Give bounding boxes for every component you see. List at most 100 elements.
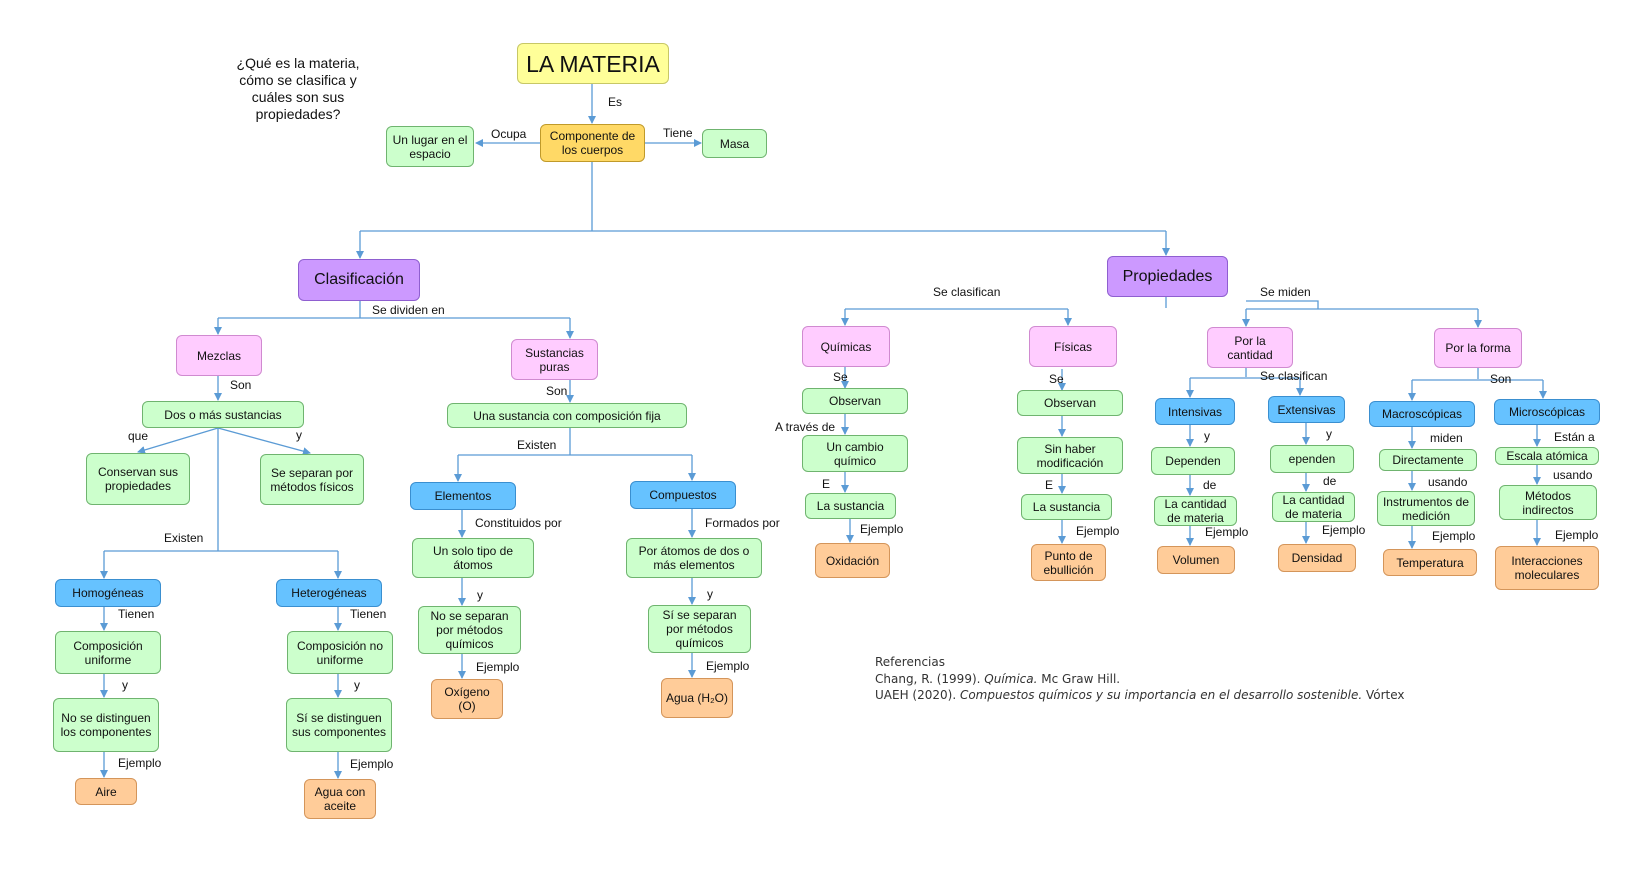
node-solo-tipo-atomos: Un solo tipo de átomos	[412, 538, 534, 578]
label-ejemplo-agua-aceite: Ejemplo	[350, 757, 394, 771]
node-fisicas: Físicas	[1029, 326, 1117, 367]
node-clasificacion: Clasificación	[298, 259, 420, 301]
node-cantidad-materia-extensivas: La cantidad de materia	[1272, 492, 1355, 522]
node-aire: Aire	[75, 778, 137, 805]
label-y-extensivas: y	[1326, 427, 1332, 441]
node-densidad: Densidad	[1278, 544, 1356, 572]
label-ocupa: Ocupa	[491, 127, 527, 141]
edge-prop-bar-right	[1246, 300, 1319, 309]
label-y-hetero: y	[354, 678, 360, 692]
node-sin-modificacion: Sin haber modificación	[1017, 437, 1123, 474]
label-ejemplo-volumen: Ejemplo	[1205, 525, 1249, 539]
node-quimicas: Químicas	[802, 326, 890, 367]
node-escala-atomica: Escala atómica	[1495, 447, 1599, 465]
label-se-miden: Se miden	[1260, 285, 1311, 299]
node-composicion-uniforme: Composición uniforme	[55, 631, 161, 674]
edge-dos-separan	[217, 427, 311, 456]
label-ejemplo-oxidacion: Ejemplo	[860, 522, 904, 536]
node-propiedades: Propiedades	[1107, 256, 1228, 297]
node-dependen: Dependen	[1151, 447, 1235, 475]
guiding-question: ¿Qué es la materia, cómo se clasifica y …	[236, 55, 360, 122]
label-se-clasifican-prop: Se clasifican	[933, 285, 1001, 299]
node-macroscopicas: Macroscópicas	[1369, 401, 1475, 427]
node-cambio-quimico: Un cambio químico	[802, 435, 908, 472]
node-sustancia-quimicas: La sustancia	[805, 493, 896, 519]
label-que: que	[128, 429, 149, 443]
edge-dos-conservan	[137, 427, 219, 454]
node-mezclas: Mezclas	[176, 335, 262, 376]
node-por-la-forma: Por la forma	[1434, 328, 1522, 368]
reference-chang: Chang, R. (1999). Química. Mc Graw Hill.	[875, 671, 1121, 686]
node-extensivas: Extensivas	[1268, 396, 1345, 423]
node-compuestos: Compuestos	[630, 481, 736, 509]
node-interacciones-moleculares: Interacciones moleculares	[1495, 546, 1599, 590]
label-formados-por: Formados por	[705, 516, 780, 530]
label-es: Es	[608, 95, 623, 109]
node-cantidad-materia-intensivas: La cantidad de materia	[1154, 496, 1237, 526]
label-usando-micro: usando	[1553, 468, 1593, 482]
node-la-materia: LA MATERIA	[517, 43, 669, 84]
node-oxidacion: Oxidación	[815, 543, 890, 578]
node-metodos-indirectos: Métodos indirectos	[1499, 485, 1597, 520]
node-composicion-no-uniforme: Composición no uniforme	[287, 631, 393, 674]
label-y-homo: y	[122, 678, 128, 692]
label-se-quimicas: Se	[833, 370, 848, 384]
node-temperatura: Temperatura	[1383, 549, 1477, 576]
node-heterogeneas: Heterogéneas	[276, 579, 382, 607]
node-sustancia-fisicas: La sustancia	[1021, 494, 1112, 520]
label-son-mezclas: Son	[230, 378, 252, 392]
references: Referencias Chang, R. (1999). Química. M…	[875, 654, 1405, 704]
label-se-dividen-en: Se dividen en	[372, 303, 445, 317]
label-y-compuestos: y	[707, 587, 713, 601]
node-masa: Masa	[702, 129, 767, 158]
label-estan-a: Están a	[1554, 430, 1595, 444]
label-y-separan: y	[296, 428, 302, 442]
label-ejemplo-ebullicion: Ejemplo	[1076, 524, 1120, 538]
label-son-forma: Son	[1490, 372, 1512, 386]
label-de-intensivas: de	[1203, 478, 1217, 492]
reference-uaeh: UAEH (2020). Compuestos químicos y su im…	[875, 688, 1405, 702]
node-oxigeno: Oxígeno (O)	[431, 679, 503, 719]
node-componente-de-los-cuerpos: Componente de los cuerpos	[540, 124, 645, 162]
node-dos-o-mas-sustancias: Dos o más sustancias	[142, 401, 304, 428]
node-ependen: ependen	[1270, 445, 1354, 473]
label-ejemplo-oxigeno: Ejemplo	[476, 660, 520, 674]
label-a-traves-de: A través de	[775, 420, 836, 434]
label-existen-mezclas: Existen	[164, 531, 204, 545]
label-ejemplo-densidad: Ejemplo	[1322, 523, 1366, 537]
node-agua-h2o: Agua (H₂O)	[661, 678, 733, 718]
node-homogeneas: Homogéneas	[55, 579, 161, 607]
label-constituidos-por: Constituidos por	[475, 516, 562, 530]
node-si-separan-quimicos: Sí se separan por métodos químicos	[648, 605, 751, 653]
label-ejemplo-temperatura: Ejemplo	[1432, 529, 1476, 543]
label-se-clasifican-cantidad: Se clasifican	[1260, 369, 1328, 383]
references-heading: Referencias	[875, 655, 945, 669]
label-ejemplo-agua: Ejemplo	[706, 659, 750, 673]
node-microscopicas: Microscópicas	[1494, 399, 1600, 425]
label-y-elementos: y	[477, 588, 483, 602]
node-observan-fisicas: Observan	[1017, 390, 1123, 416]
node-no-separan-quimicos: No se separan por métodos químicos	[418, 606, 521, 654]
node-por-la-cantidad: Por la cantidad	[1207, 327, 1293, 368]
label-se-fisicas: Se	[1049, 372, 1064, 386]
node-no-se-distinguen: No se distinguen los componentes	[53, 698, 159, 752]
node-atomos-dos-elementos: Por átomos de dos o más elementos	[626, 538, 762, 578]
node-punto-ebullicion: Punto de ebullición	[1031, 544, 1106, 581]
label-ejemplo-interacciones: Ejemplo	[1555, 528, 1599, 542]
node-elementos: Elementos	[410, 482, 516, 510]
node-lugar-espacio: Un lugar en el espacio	[386, 126, 474, 167]
node-si-se-distinguen: Sí se distinguen sus componentes	[286, 698, 392, 752]
node-composicion-fija: Una sustancia con composición fija	[447, 403, 687, 428]
node-conservan-propiedades: Conservan sus propiedades	[86, 453, 190, 505]
label-e-fisicas: E	[1045, 478, 1054, 492]
label-usando-macro: usando	[1428, 475, 1468, 489]
label-de-extensivas: de	[1323, 474, 1337, 488]
node-separan-fisicos: Se separan por métodos físicos	[260, 454, 364, 505]
label-existen-sustancias: Existen	[517, 438, 557, 452]
label-tienen-homo: Tienen	[118, 607, 155, 621]
node-directamente: Directamente	[1379, 449, 1477, 471]
node-sustancias-puras: Sustancias puras	[511, 339, 598, 380]
label-tienen-hetero: Tienen	[350, 607, 387, 621]
